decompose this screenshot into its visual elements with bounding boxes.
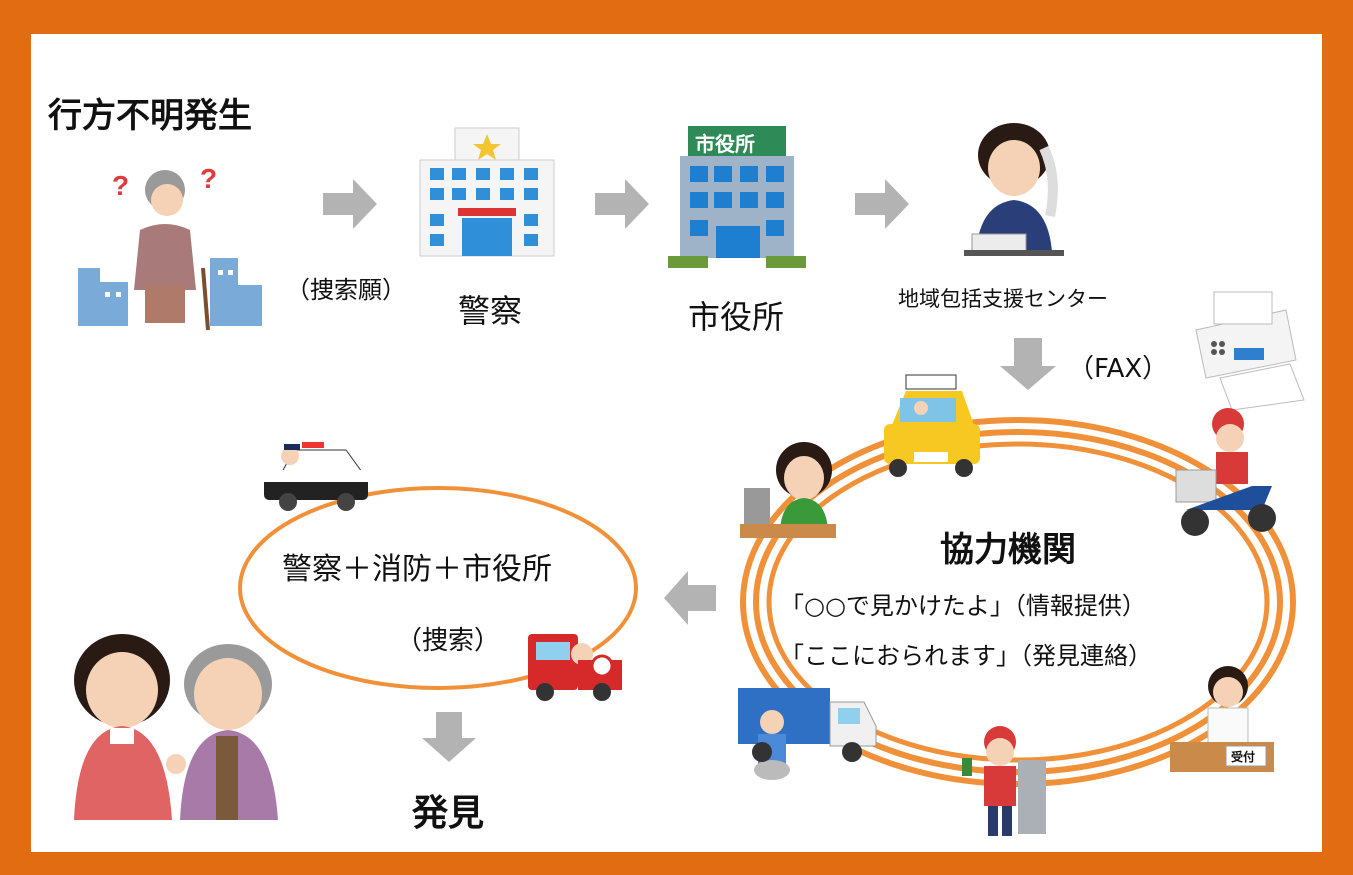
cooperation-info-line: 「○○で見かけたよ」（情報提供） [780,592,1146,620]
fire-truck-icon [528,634,622,701]
cooperation-found-line: 「ここにおられます」（発見連絡） [780,642,1152,670]
fax-label: （FAX） [1068,354,1169,384]
arrow-right-icon [323,179,377,229]
police-station-icon [419,127,555,257]
support-center-label: 地域包括支援センター [898,287,1108,311]
delivery-truck-icon [738,688,877,780]
police-car-icon [264,442,368,511]
page-title: 行方不明発生 [48,96,252,136]
cooperation-title: 協力機関 [940,530,1076,570]
city-hall-sign: 市役所 [695,132,755,156]
reception-nurse-icon [1170,666,1274,772]
reunited-family-icon [74,634,278,820]
arrow-down-icon [422,712,476,762]
shop-clerk-icon [740,442,836,538]
arrow-right-icon [595,179,649,229]
search-team-label: 警察＋消防＋市役所 [282,552,552,587]
delivery-scooter-icon [1175,408,1276,536]
city-hall-label: 市役所 [688,298,785,336]
fax-machine-icon [1195,291,1305,411]
arrow-right-icon [855,179,909,229]
police-label: 警察 [458,292,523,330]
telephone-operator-icon [964,123,1064,256]
arrow-down-icon [1000,338,1056,390]
svg-text:?: ? [112,170,129,201]
taxi-sign-label: TAXI [916,131,952,147]
search-label: （捜索） [396,626,501,656]
request-label: （捜索願） [286,276,406,304]
reception-sign: 受付 [1231,750,1256,764]
city-hall-icon [668,126,806,268]
confused-elderly-woman-icon: ? ? [78,163,262,331]
svg-text:?: ? [200,163,217,194]
arrow-left-icon [664,571,716,625]
found-label: 発見 [412,793,485,834]
taxi-icon [884,374,980,477]
gas-station-attendant-icon [962,726,1046,836]
